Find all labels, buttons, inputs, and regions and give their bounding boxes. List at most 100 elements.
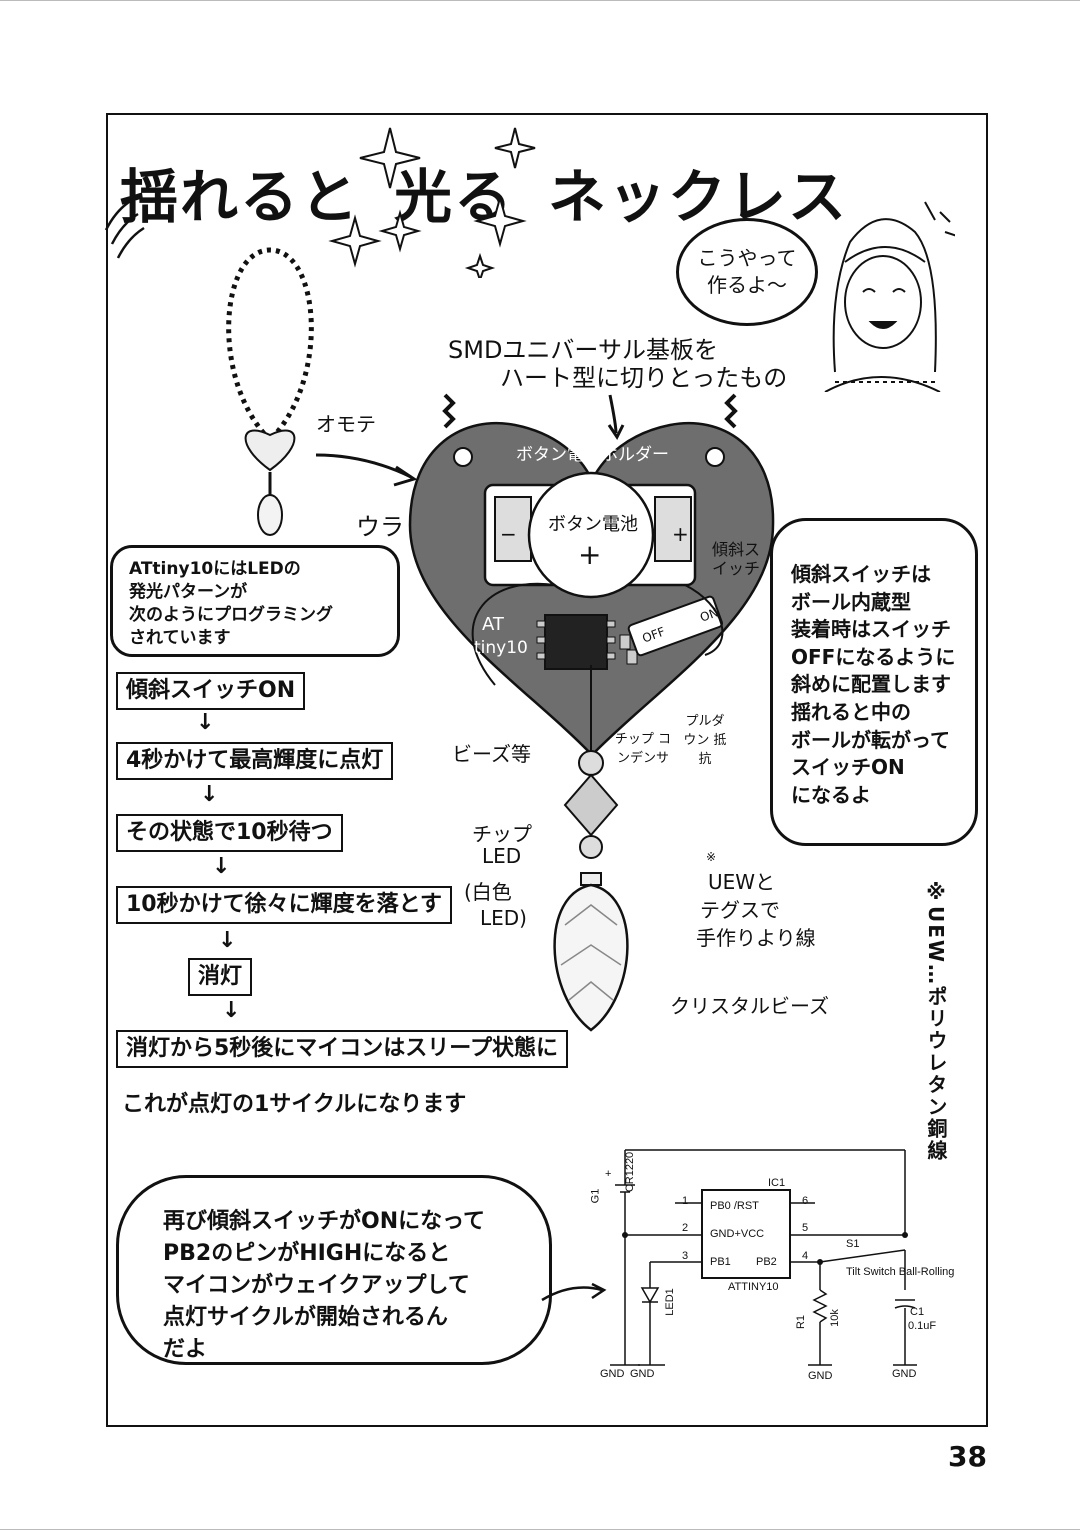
attiny-note-line-1: ATtiny10にはLEDの [129,559,301,579]
sparkle-icon [494,127,536,169]
schematic-pb2: PB2 [756,1256,777,1268]
wake-note-line-5: だよ [163,1336,208,1362]
label-smd-line-2: ハート型に切りとったもの [500,364,788,392]
wake-note-line-3: マイコンがウェイクアップして [163,1272,470,1298]
schematic-r1: R1 [795,1314,808,1330]
tilt-note-line-7: ボールが転がって [791,727,950,752]
wake-note-line-2: PB2のピンがHIGHになると [163,1240,451,1266]
schematic-pin2: 2 [682,1222,689,1234]
tilt-note-line-3: 装着時はスイッチ [791,617,951,642]
character-avatar [824,201,955,392]
page-title: 揺れると光るネックレス [120,150,848,234]
label-button-battery: ボタン電池 [548,514,638,535]
sparkle-icon [378,209,422,253]
label-beads: ビーズ等 [452,742,531,766]
schematic-plus: + [605,1168,612,1180]
crystal-pendant-illustration [553,750,629,1032]
sparkle-icon [328,214,382,268]
sparkle-icon [464,252,496,278]
necklace-front-illustration [226,247,314,536]
label-ura: ウラ [356,513,404,541]
schematic-tilt: Tilt Switch Ball-Rolling [846,1266,955,1278]
schematic-gndvcc: GND+VCC [710,1228,765,1240]
label-chip-capacitor: チップ コンデンサ [614,732,672,766]
label-uew-3: 手作りより線 [696,926,816,950]
attiny-note-line-4: されています [129,627,231,648]
schematic-pin4: 4 [802,1250,809,1262]
flow-step-3: その状態で10秒待つ [116,814,343,853]
label-crystal: クリスタルビーズ [670,994,829,1018]
label-uew-1: UEWと [708,870,776,894]
chip-led [580,872,602,886]
holder-plus-icon: + [672,522,689,546]
chip-capacitor [619,634,631,650]
flow-step-6: 消灯から5秒後にマイコンはスリープ状態に [116,1030,568,1069]
tilt-note-line-8: スイッチON [791,755,905,780]
label-tiny10: tiny10 [474,638,528,658]
label-button-holder: ボタン電池ホルダー [516,445,669,465]
circuit-schematic [610,1149,917,1366]
pulldown-resistor [626,649,638,665]
flow-arrow-icon: ↓ [212,854,231,879]
motion-line-icon [116,226,145,259]
sparkle-icon [473,194,527,248]
schematic-pin1: 1 [682,1195,689,1207]
schematic-ic1: IC1 [768,1177,786,1189]
bead-small [579,835,603,859]
schematic-pb0: PB0 /RST [710,1200,759,1212]
schematic-pin3: 3 [682,1250,689,1262]
scan-edge-top [0,0,1080,1]
speech-line-2: 作るよ～ [707,273,787,297]
scan-edge-bottom [0,1529,1080,1530]
schematic-gnd-3: GND [808,1370,833,1382]
speech-bubble: こうやって 作るよ～ [676,218,818,326]
schematic-pin6: 6 [802,1195,809,1207]
uew-note-mark: ※ [706,850,717,864]
button-battery [527,471,655,599]
attiny-note-line-3: 次のようにプログラミング [129,604,333,625]
flow-arrow-icon: ↓ [222,998,241,1023]
holder-minus-icon: − [500,522,517,546]
tilt-note-line-2: ボール内蔵型 [791,589,911,614]
battery-plus-icon: + [578,538,602,571]
title-part-3: ネックレス [548,163,849,231]
schematic-gnd-4: GND [892,1368,917,1380]
wake-note-line-4: 点灯サイクルが開始されるん [163,1304,448,1330]
wake-note-line-1: 再び傾斜スイッチがONになって [163,1209,486,1234]
schematic-cap: 0.1uF [908,1320,937,1332]
label-smd-line-1: SMDユニバーサル基板を [448,336,718,364]
flow-arrow-icon: ↓ [218,928,237,953]
tilt-note-line-6: 揺れると中の [791,699,911,724]
title-decoration [104,127,536,278]
flow-step-5: 消灯 [188,958,253,997]
heart-board-illustration [408,393,775,757]
flow-step-2: 4秒かけて最高輝度に点灯 [116,742,394,781]
flip-arrow-icon [315,453,418,487]
label-chip-led-2: LED [482,844,522,868]
page-number: 38 [948,1440,987,1473]
tilt-note-line-5: 斜めに配置します [791,672,951,697]
flow-step-4: 10秒かけて徐々に輝度を落とす [116,886,452,925]
attiny-program-note: ATtiny10にはLEDの 発光パターンが 次のようにプログラミング されてい… [110,545,400,657]
tilt-switch [627,595,723,657]
label-at: AT [482,614,504,635]
label-white-led-2: LED) [480,906,527,930]
schematic-pin5: 5 [802,1222,809,1234]
schematic-pb1: PB1 [710,1256,731,1268]
schematic-g1: G1 [589,1188,602,1204]
bead-small [578,750,604,776]
schematic-s1: S1 [846,1238,860,1250]
label-pulldown: プルダウン 抵抗 [683,714,727,767]
sparkle-icon [359,127,421,189]
schematic-attiny: ATTINY10 [728,1281,779,1293]
label-chip-led-1: チップ [472,822,532,846]
title-part-1: 揺れると [120,163,361,231]
page-frame [106,113,988,1427]
attiny-note-line-2: 発光パターンが [129,581,248,602]
flow-arrow-icon: ↓ [196,710,215,735]
label-white-led-1: (白色 [464,880,512,904]
schematic-r1-value: 10k [828,1309,841,1327]
flow-step-1: 傾斜スイッチON [116,672,306,711]
tilt-note-line-4: OFFになるように [791,644,956,669]
schematic-cr1220: CR1220 [624,1151,637,1193]
